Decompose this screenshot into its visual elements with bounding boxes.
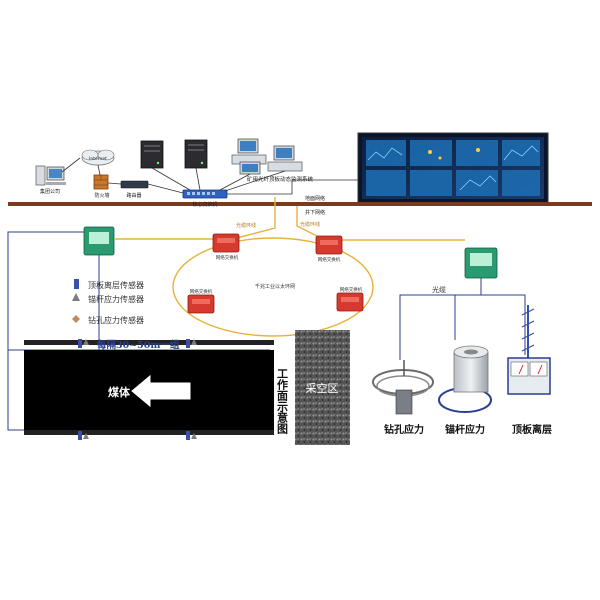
switch-label-4: 网络交换机 [340,286,363,293]
brick-wall-icon [93,174,109,190]
network-switch-icon [315,235,343,255]
borehole-stress-gauge [372,360,434,415]
network-switch-icon [212,233,240,253]
monitoring-substation-right [464,247,498,279]
borehole-sensor-legend-icon [72,315,80,323]
video-wall-icon [357,132,549,205]
switch-label-1: 网络交换机 [216,254,239,261]
monitoring-substation-left [83,226,115,256]
goaf-area [295,330,350,445]
advance-arrow-icon [131,374,191,408]
network-links [61,157,358,195]
network-switch-icon [182,189,228,199]
server-icon [140,140,164,169]
legend-borehole-label: 钻孔应力传感器 [88,315,144,325]
monitor-system-label: 矿用光纤顶板动态监测系统 [247,175,314,183]
legend-bolt-label: 锚杆应力传感器 [88,294,144,304]
network-switch-icon [120,180,149,189]
desktop-pc-icon [239,161,261,175]
desktop-pc-icon [35,165,66,186]
desktop-pc-icon [267,145,303,172]
roof-sensor-legend-icon [74,279,79,289]
sensor-group-markers [78,339,197,440]
cloud-icon [81,149,115,166]
underground-network-label: 井下网络 [305,209,325,216]
network-switch-icon [187,294,215,314]
goaf-label: 采空区 [306,381,339,395]
switch-label-2: 网络交换机 [318,256,341,263]
bolt-sensor-legend-icon [72,293,80,301]
legend-roof-label: 顶板离层传感器 [88,280,144,290]
fiber-cable-label: 光缆 [432,285,446,294]
server-icon [184,139,208,169]
core-switch-label: 核心交换机 [192,201,217,208]
router-label: 路由器 [126,192,141,199]
firewall-label: 防火墙 [94,192,109,199]
roof-sensor-label: 顶板离层 [512,423,552,436]
desktop-pc-icon [231,138,267,165]
ground-rail [8,202,592,206]
internet-label: Internet [89,156,107,162]
switch-label-3: 网络交换机 [190,288,213,295]
fiber-ring-label-2: 光缆环线 [300,221,320,228]
fiber-ring-label: 光缆环线 [236,222,256,229]
borehole-sensor-label: 钻孔应力 [384,423,424,436]
coal-label: 煤体 [108,385,131,399]
ring-network-label: 千兆工业以太环网 [255,283,295,290]
ground-network-label: 地面网络 [305,195,325,202]
group-company-label: 集团公司 [40,188,60,195]
roadway-bottom [24,430,274,435]
workface-title-label: 工作面示意图 [276,368,290,435]
ethernet-ring [172,237,374,337]
bolt-sensor-label: 锚杆应力 [445,423,485,436]
roadway-top [24,340,274,345]
roof-separation-gauge [507,305,551,395]
fiber-links [115,197,465,241]
bolt-stress-gauge [438,345,492,413]
network-switch-icon [336,292,364,312]
interval-label: 每隔30~50m一组 [97,339,180,351]
